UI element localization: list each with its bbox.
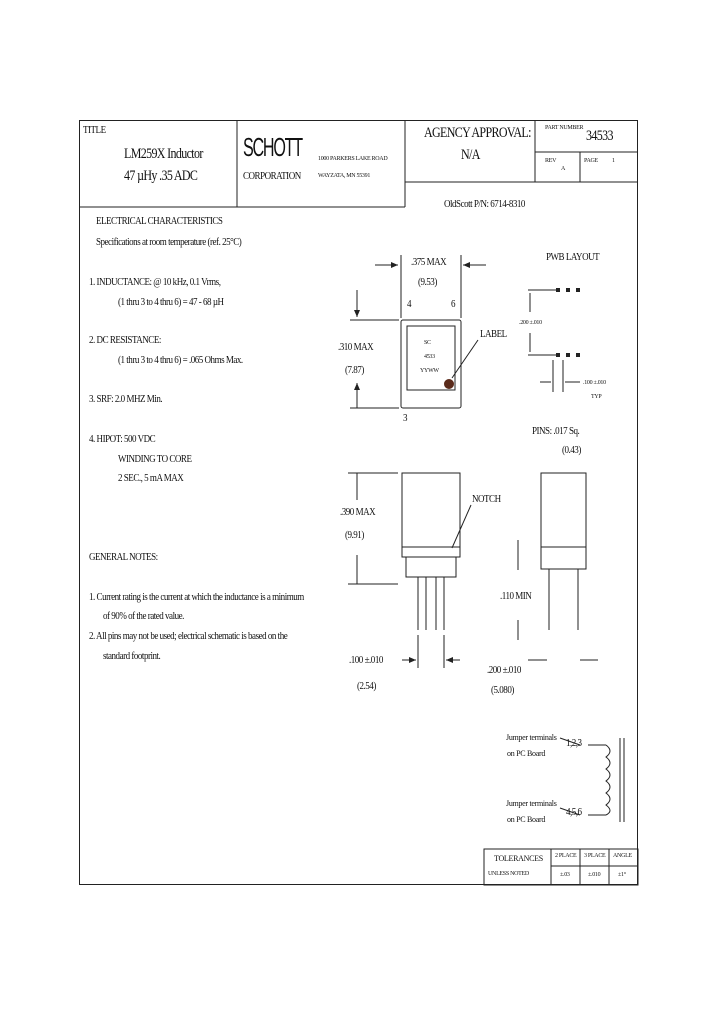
arrowhead	[391, 262, 398, 268]
company-address-1: 1000 PARKERS LAKE ROAD	[318, 156, 388, 162]
company-logo: SCHOTT	[243, 132, 303, 162]
pins-spec-mm: (0.43)	[562, 444, 581, 456]
label-callout: LABEL	[480, 328, 507, 340]
schematic-bottom-label-2: on PC Board	[507, 815, 546, 824]
spacing-2: .200 ±.010	[487, 664, 521, 676]
inductor-end-view	[540, 472, 587, 548]
tolerance-angle-label: ANGLE	[613, 853, 632, 859]
chip-line-2: 4533	[424, 354, 435, 360]
company-address-2: WAYZATA, MN 55391	[318, 173, 371, 179]
sheet-label: PAGE	[584, 158, 598, 164]
base-lower	[405, 556, 457, 578]
pwb-pin-size: .100 ±.010	[583, 380, 606, 386]
base-view	[401, 546, 461, 558]
tolerance-2place-value: ±.03	[560, 872, 570, 878]
chip-line-1: SC	[424, 340, 431, 346]
label-leader	[451, 339, 479, 379]
spacing-2-mm: (5.080)	[491, 684, 514, 696]
title-label: TITLE	[83, 124, 106, 136]
pwb-typ: TYP	[591, 394, 602, 400]
electrical-heading: ELECTRICAL CHARACTERISTICS	[96, 215, 223, 227]
pwb-layout-label: PWB LAYOUT	[546, 251, 600, 263]
dim-height-mm: (7.87)	[345, 364, 364, 376]
lead-min: .110 MIN	[500, 590, 532, 602]
label-area	[406, 325, 456, 391]
notch-callout: NOTCH	[472, 493, 501, 505]
arrowhead	[409, 657, 416, 663]
pins-spec: PINS: .017 Sq.	[532, 425, 580, 437]
arrowhead	[354, 383, 360, 390]
part-rating: 47 µHy .35 ADC	[124, 168, 198, 184]
chip-line-3: YYWW	[420, 368, 439, 374]
schematic-top-label-2: on PC Board	[507, 749, 546, 758]
note-1-cont: of 90% of the rated value.	[103, 610, 184, 622]
schematic-wire	[559, 737, 581, 746]
pwb-pitch: .200 ±.010	[519, 320, 542, 326]
dim-tall: .390 MAX	[340, 506, 376, 518]
notch-leader	[451, 504, 472, 549]
rev-label: REV	[545, 158, 557, 164]
pwb-pad	[566, 288, 570, 292]
tolerance-2place-label: 2 PLACE	[555, 853, 577, 859]
notes-heading: GENERAL NOTES:	[89, 551, 158, 563]
tolerance-3place-label: 3 PLACE	[584, 853, 606, 859]
arrowhead	[446, 657, 453, 663]
polarity-dot	[444, 379, 454, 389]
tolerance-angle-value: ±1°	[618, 872, 626, 878]
arrowhead	[354, 310, 360, 317]
part-number-label: PART NUMBER	[545, 125, 584, 131]
dim-width: .375 MAX	[411, 256, 447, 268]
schematic-bottom-pins: 4,5,6	[566, 806, 582, 818]
note-1: 1. Current rating is the current at whic…	[89, 591, 304, 603]
pwb-pad	[556, 288, 560, 292]
inductor-side-view	[401, 472, 461, 548]
company-sub: CORPORATION	[243, 170, 301, 182]
drawing-sheet	[79, 120, 638, 885]
note-2-cont: standard footprint.	[103, 650, 161, 662]
dim-width-mm: (9.53)	[418, 276, 437, 288]
rev-value: A	[561, 166, 566, 172]
dim-tall-mm: (9.91)	[345, 529, 364, 541]
srf-spec: 3. SRF: 2.0 MHZ Min.	[89, 393, 163, 405]
pin-3-label: 3	[403, 412, 408, 424]
sheet-value: 1	[612, 158, 615, 164]
tolerance-3place-value: ±.010	[588, 872, 601, 878]
tolerance-sub: UNLESS NOTED	[488, 871, 529, 877]
dim-height: .310 MAX	[338, 341, 374, 353]
pwb-pad	[556, 353, 560, 357]
arrowhead	[463, 262, 470, 268]
electrical-subheading: Specifications at room temperature (ref.…	[96, 236, 242, 248]
dc-resistance-value: (1 thru 3 to 4 thru 6) = .065 Ohms Max.	[118, 354, 243, 366]
hipot-spec: 4. HIPOT: 500 VDC	[89, 433, 156, 445]
part-number: 34533	[586, 128, 613, 144]
tolerance-block	[483, 848, 639, 886]
dc-resistance-spec: 2. DC RESISTANCE:	[89, 334, 161, 346]
agency-value: N/A	[461, 147, 480, 163]
agency-label: AGENCY APPROVAL:	[424, 125, 531, 141]
tolerance-label: TOLERANCES	[494, 854, 543, 863]
schematic-top-label-1: Jumper terminals	[506, 733, 557, 742]
spacing-1-mm: (2.54)	[357, 680, 376, 692]
hipot-time: 2 SEC., 5 mA MAX	[118, 472, 184, 484]
pin-6-label: 6	[451, 298, 456, 310]
note-2: 2. All pins may not be used; electrical …	[89, 630, 288, 642]
pwb-pad	[576, 353, 580, 357]
end-base	[540, 546, 587, 570]
schematic-wire	[559, 807, 581, 816]
hipot-winding: WINDING TO CORE	[118, 453, 192, 465]
spacing-1: .100 ±.010	[349, 654, 383, 666]
old-scott-pn: OldScott P/N: 6714-8310	[444, 198, 525, 210]
part-name: LM259X Inductor	[124, 146, 203, 162]
inductance-spec: 1. INDUCTANCE: @ 10 kHz, 0.1 Vrms,	[89, 276, 221, 288]
pwb-pad	[576, 288, 580, 292]
pwb-pad	[566, 353, 570, 357]
pin-4-label: 4	[407, 298, 412, 310]
coil-symbol	[605, 744, 611, 816]
schematic-bottom-label-1: Jumper terminals	[506, 799, 557, 808]
schematic-top-pins: 1,2,3	[566, 737, 582, 749]
inductance-value: (1 thru 3 to 4 thru 6) = 47 - 68 µH	[118, 296, 224, 308]
inductor-top-view	[400, 319, 462, 409]
